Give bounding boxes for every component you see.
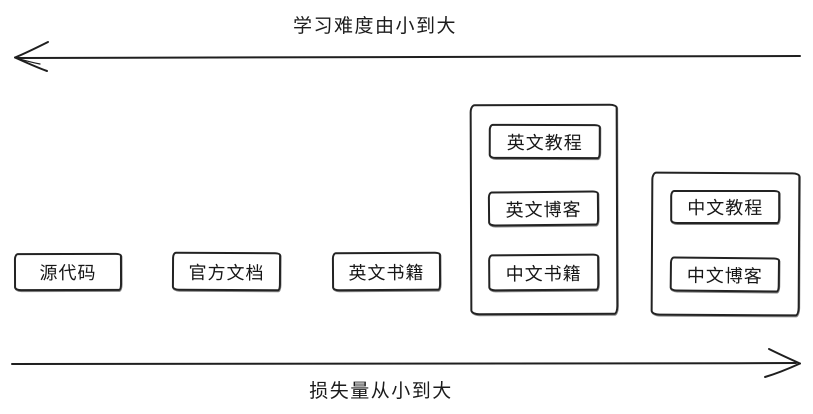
node-label: 官方文档 <box>188 262 265 283</box>
node-label: 中文书籍 <box>505 263 582 284</box>
right-arrowhead-icon <box>768 348 801 365</box>
top-axis-label: 学习难度由小到大 <box>292 16 457 37</box>
node-chinese-books: 中文书籍 <box>488 253 600 292</box>
node-label: 中文教程 <box>687 197 764 219</box>
node-official-docs: 官方文档 <box>171 251 282 292</box>
left-arrow-line <box>17 55 801 59</box>
node-label: 中文博客 <box>686 265 763 286</box>
node-label: 英文博客 <box>505 199 582 220</box>
left-arrowhead-icon <box>14 41 49 59</box>
node-label: 源代码 <box>39 262 97 284</box>
resource-group-1: 英文教程 英文博客 中文书籍 <box>469 103 619 316</box>
resource-group-2: 中文教程 中文博客 <box>650 171 801 317</box>
node-english-books: 英文书籍 <box>331 251 442 292</box>
node-chinese-blogs: 中文博客 <box>669 256 781 293</box>
left-arrow <box>14 41 801 72</box>
node-english-blogs: 英文博客 <box>487 190 600 227</box>
bottom-axis-label: 损失量从小到大 <box>309 381 453 402</box>
node-source-code: 源代码 <box>13 252 123 292</box>
right-arrowhead-icon <box>764 362 801 378</box>
node-label: 英文教程 <box>506 132 583 153</box>
left-arrowhead-icon <box>18 58 41 65</box>
right-arrow <box>11 348 801 378</box>
node-label: 英文书籍 <box>348 262 425 283</box>
node-english-tutorials: 英文教程 <box>488 123 601 160</box>
left-arrowhead-icon <box>14 56 48 72</box>
node-chinese-tutorials: 中文教程 <box>670 189 781 225</box>
right-arrow-line <box>11 362 797 365</box>
